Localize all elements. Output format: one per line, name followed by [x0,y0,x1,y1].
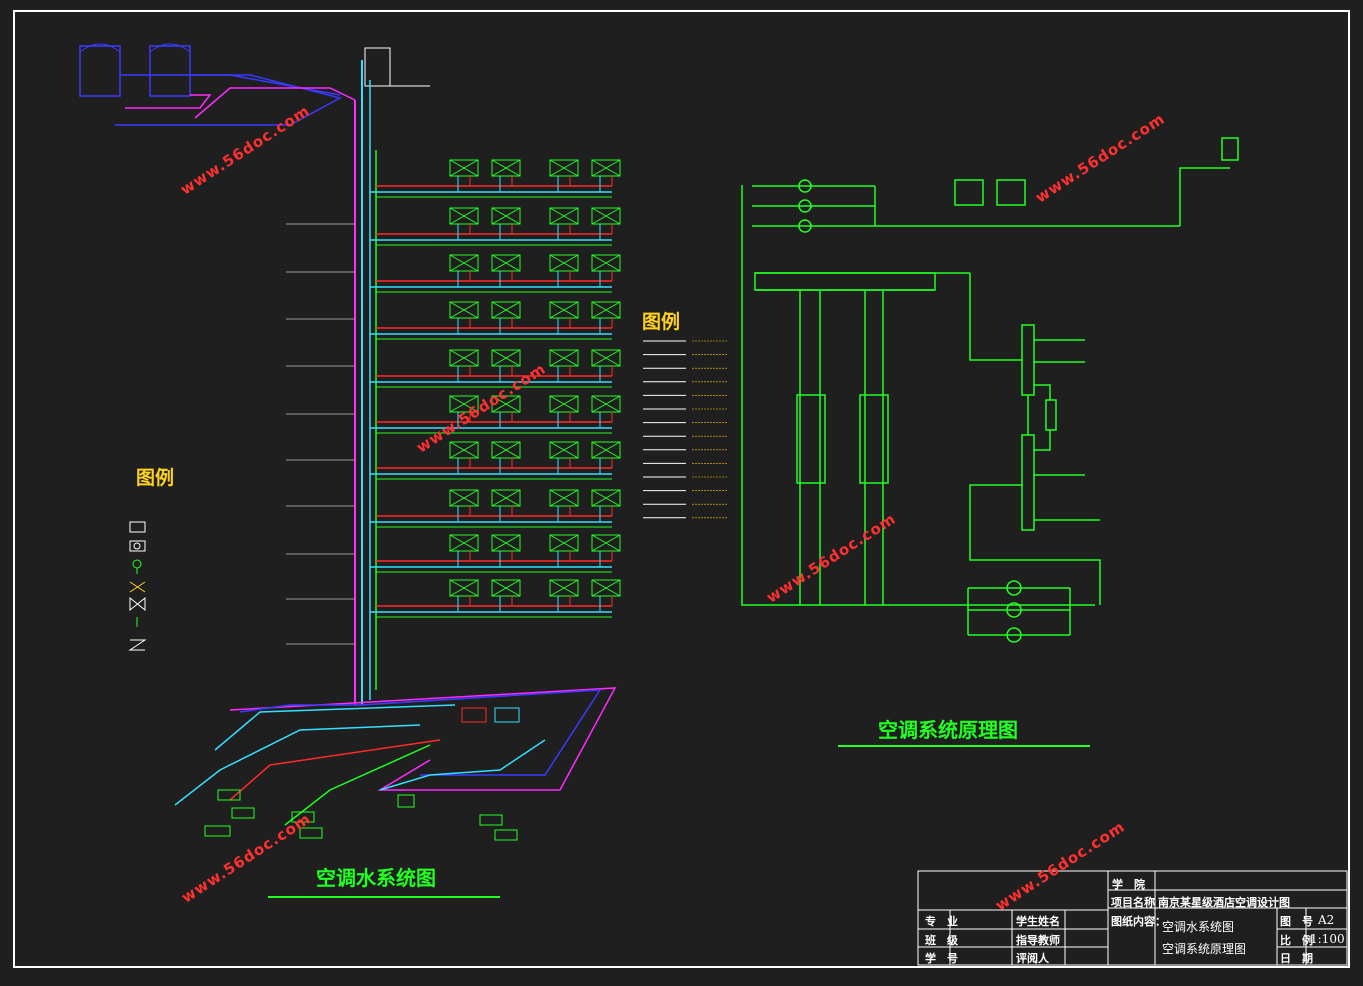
middle-legend-symbols [643,340,728,519]
drawing-no-value: A2 [1318,913,1335,927]
fan-coil-unit-icon [449,254,479,287]
fan-coil-unit-icon [491,159,521,192]
fan-coil-unit-icon [449,207,479,240]
fan-coil-unit-icon [591,207,621,240]
content-label: 图纸内容： [1111,915,1166,928]
fan-coil-unit-icon [449,301,479,334]
student-id-label: 学 号 [925,952,958,965]
title-block [917,870,1348,966]
middle-legend-title: 图例 [642,311,681,333]
fan-coil-unit-icon [591,301,621,334]
fan-coil-unit-icon [491,207,521,240]
drawing-frame [13,10,1350,968]
fan-coil-unit-icon [449,579,479,612]
fan-coil-unit-icon [549,254,579,287]
drawing-no-label: 图 号 [1280,915,1313,928]
fan-coil-unit-icon [491,301,521,334]
fan-coil-unit-icon [449,349,479,382]
fan-coil-unit-icon [491,489,521,522]
fan-coil-unit-icon [491,254,521,287]
content-line-1: 空调水系统图 [1162,920,1235,934]
advisor-label: 指导教师 [1016,934,1060,947]
fan-coil-unit-icon [591,489,621,522]
fan-coil-unit-icon [491,441,521,474]
fan-coil-unit-icon [591,159,621,192]
fan-coil-unit-icon [591,534,621,567]
fan-coil-unit-icon [549,349,579,382]
principle-diagram-title: 空调系统原理图 [878,718,1018,742]
principle-diagram [741,137,1239,747]
fan-coil-unit-icon [449,441,479,474]
fan-coil-unit-icon [591,579,621,612]
fan-coil-unit-icon [449,489,479,522]
water-system-diagram [79,43,621,898]
fan-coil-unit-icon [449,534,479,567]
fan-coil-unit-icon [549,441,579,474]
fan-coil-unit-icon [491,349,521,382]
project-value: 南京某星级酒店空调设计图 [1158,896,1290,909]
fan-coil-unit-icon [549,579,579,612]
project-label: 项目名称 [1111,896,1155,909]
fan-coil-unit-icon [549,534,579,567]
fan-coil-unit-icon [449,159,479,192]
fan-coil-unit-icon [591,349,621,382]
date-label: 日 期 [1280,952,1313,965]
scale-label: 比 例 [1280,934,1313,947]
content-line-2: 空调系统原理图 [1162,942,1247,956]
fan-coil-unit-icon [591,254,621,287]
left-legend-symbols [128,521,147,651]
reviewer-label: 评阅人 [1016,952,1049,965]
fan-coil-unit-icon [491,579,521,612]
class-label: 班 级 [925,934,958,947]
fan-coil-unit-icon [549,207,579,240]
fan-coil-unit-icon [549,159,579,192]
fan-coil-unit-icon [549,395,579,428]
major-label: 专 业 [925,915,958,928]
left-legend-title: 图例 [136,467,175,489]
fan-coil-unit-icon [491,534,521,567]
fan-coil-unit-icon [449,395,479,428]
water-system-title: 空调水系统图 [316,866,436,890]
student-name-label: 学生姓名 [1016,915,1060,928]
fan-coil-unit-icon [491,395,521,428]
fan-coil-unit-icon [549,489,579,522]
cooling-tower-icon [79,43,191,97]
college-label: 学 院 [1112,878,1145,891]
scale-value: 1:100 [1310,932,1345,946]
fan-coil-unit-icon [549,301,579,334]
fan-coil-unit-icon [591,441,621,474]
fan-coil-unit-icon [591,395,621,428]
